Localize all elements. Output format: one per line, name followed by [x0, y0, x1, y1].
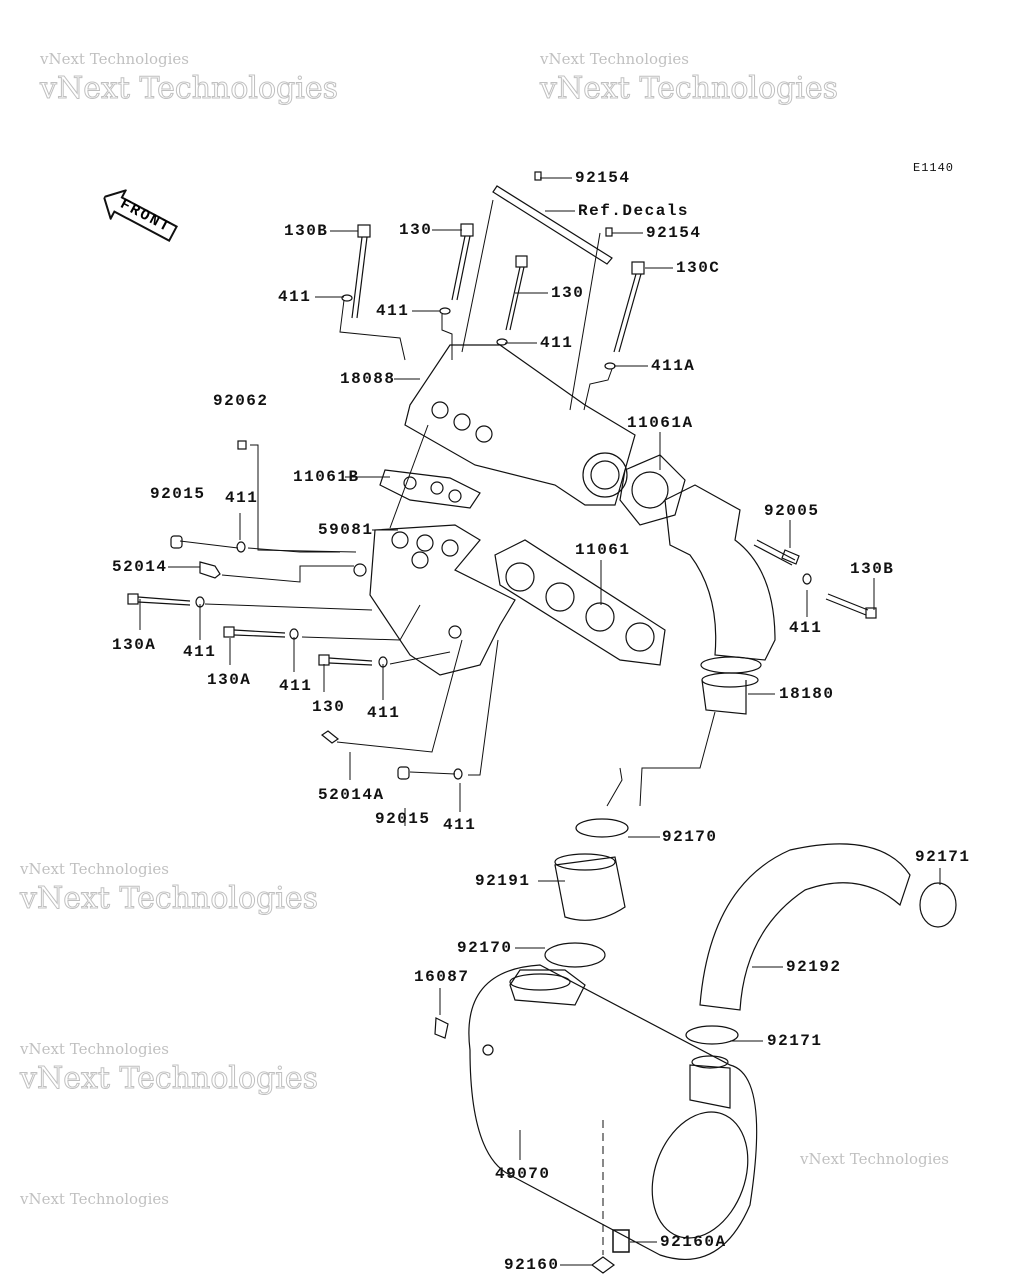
- part-label[interactable]: 92160A: [660, 1233, 727, 1251]
- part-label[interactable]: 92062: [213, 392, 269, 410]
- part-label[interactable]: 92191: [475, 872, 531, 890]
- diagram-code: E1140: [913, 161, 955, 175]
- part-label[interactable]: 92015: [375, 810, 431, 828]
- decal-92160: [590, 1256, 616, 1274]
- clamp-92170-upper: [575, 818, 629, 838]
- part-label[interactable]: 411: [183, 643, 217, 661]
- front-direction-arrow: FRONT: [96, 182, 183, 250]
- part-label[interactable]: 11061B: [293, 468, 360, 486]
- part-label[interactable]: 16087: [414, 968, 470, 986]
- part-label[interactable]: 130B: [850, 560, 895, 578]
- part-label[interactable]: 49070: [495, 1165, 551, 1183]
- decal-92160a: [612, 1229, 630, 1253]
- part-label[interactable]: 92154: [575, 169, 631, 187]
- bolts: [127, 171, 877, 666]
- part-label[interactable]: 411: [376, 302, 410, 320]
- decal-strip: [492, 185, 613, 265]
- part-label[interactable]: 411: [367, 704, 401, 722]
- part-label[interactable]: 130A: [207, 671, 252, 689]
- part-label[interactable]: 411: [279, 677, 313, 695]
- part-label[interactable]: 130B: [284, 222, 329, 240]
- part-label[interactable]: 59081: [318, 521, 374, 539]
- exhaust-pipe-18180: [664, 484, 776, 661]
- part-label[interactable]: 92005: [764, 502, 820, 520]
- part-label[interactable]: 130C: [676, 259, 721, 277]
- gasket-11061: [494, 539, 666, 666]
- part-label[interactable]: Ref.Decals: [578, 202, 690, 220]
- part-label[interactable]: 11061: [575, 541, 631, 559]
- part-label[interactable]: 130: [312, 698, 346, 716]
- part-label[interactable]: 92015: [150, 485, 206, 503]
- part-label[interactable]: 92154: [646, 224, 702, 242]
- gasket-11061b: [379, 469, 481, 509]
- washers: [170, 294, 812, 1039]
- coupling-92191: [554, 856, 626, 921]
- part-label[interactable]: 18088: [340, 370, 396, 388]
- part-label[interactable]: 92170: [457, 939, 513, 957]
- clamp-92170-lower: [544, 942, 606, 968]
- part-label[interactable]: 92171: [915, 848, 971, 866]
- part-label[interactable]: 92171: [767, 1032, 823, 1050]
- clamp-92171-upper: [919, 882, 957, 928]
- part-label[interactable]: 92170: [662, 828, 718, 846]
- exhaust-manifold: [369, 524, 516, 676]
- leader-lines: [139, 177, 941, 1266]
- part-label[interactable]: 52014A: [318, 786, 385, 804]
- part-label[interactable]: 130A: [112, 636, 157, 654]
- muffler: [468, 964, 758, 1260]
- hose-92192: [699, 843, 911, 1011]
- manifold-cover: [404, 344, 636, 506]
- gasket-11061a: [619, 454, 686, 526]
- part-label[interactable]: 130: [551, 284, 585, 302]
- part-label[interactable]: 411: [540, 334, 574, 352]
- part-label[interactable]: 52014: [112, 558, 168, 576]
- part-label[interactable]: 411: [278, 288, 312, 306]
- part-label[interactable]: 130: [399, 221, 433, 239]
- part-label[interactable]: 92160: [504, 1256, 560, 1274]
- part-label[interactable]: 411: [443, 816, 477, 834]
- part-label[interactable]: 18180: [779, 685, 835, 703]
- part-label[interactable]: 92192: [786, 958, 842, 976]
- part-label[interactable]: 411: [789, 619, 823, 637]
- clamp-92171-lower: [685, 1025, 739, 1045]
- part-label[interactable]: 411: [225, 489, 259, 507]
- part-label[interactable]: 11061A: [627, 414, 694, 432]
- part-label[interactable]: 411A: [651, 357, 696, 375]
